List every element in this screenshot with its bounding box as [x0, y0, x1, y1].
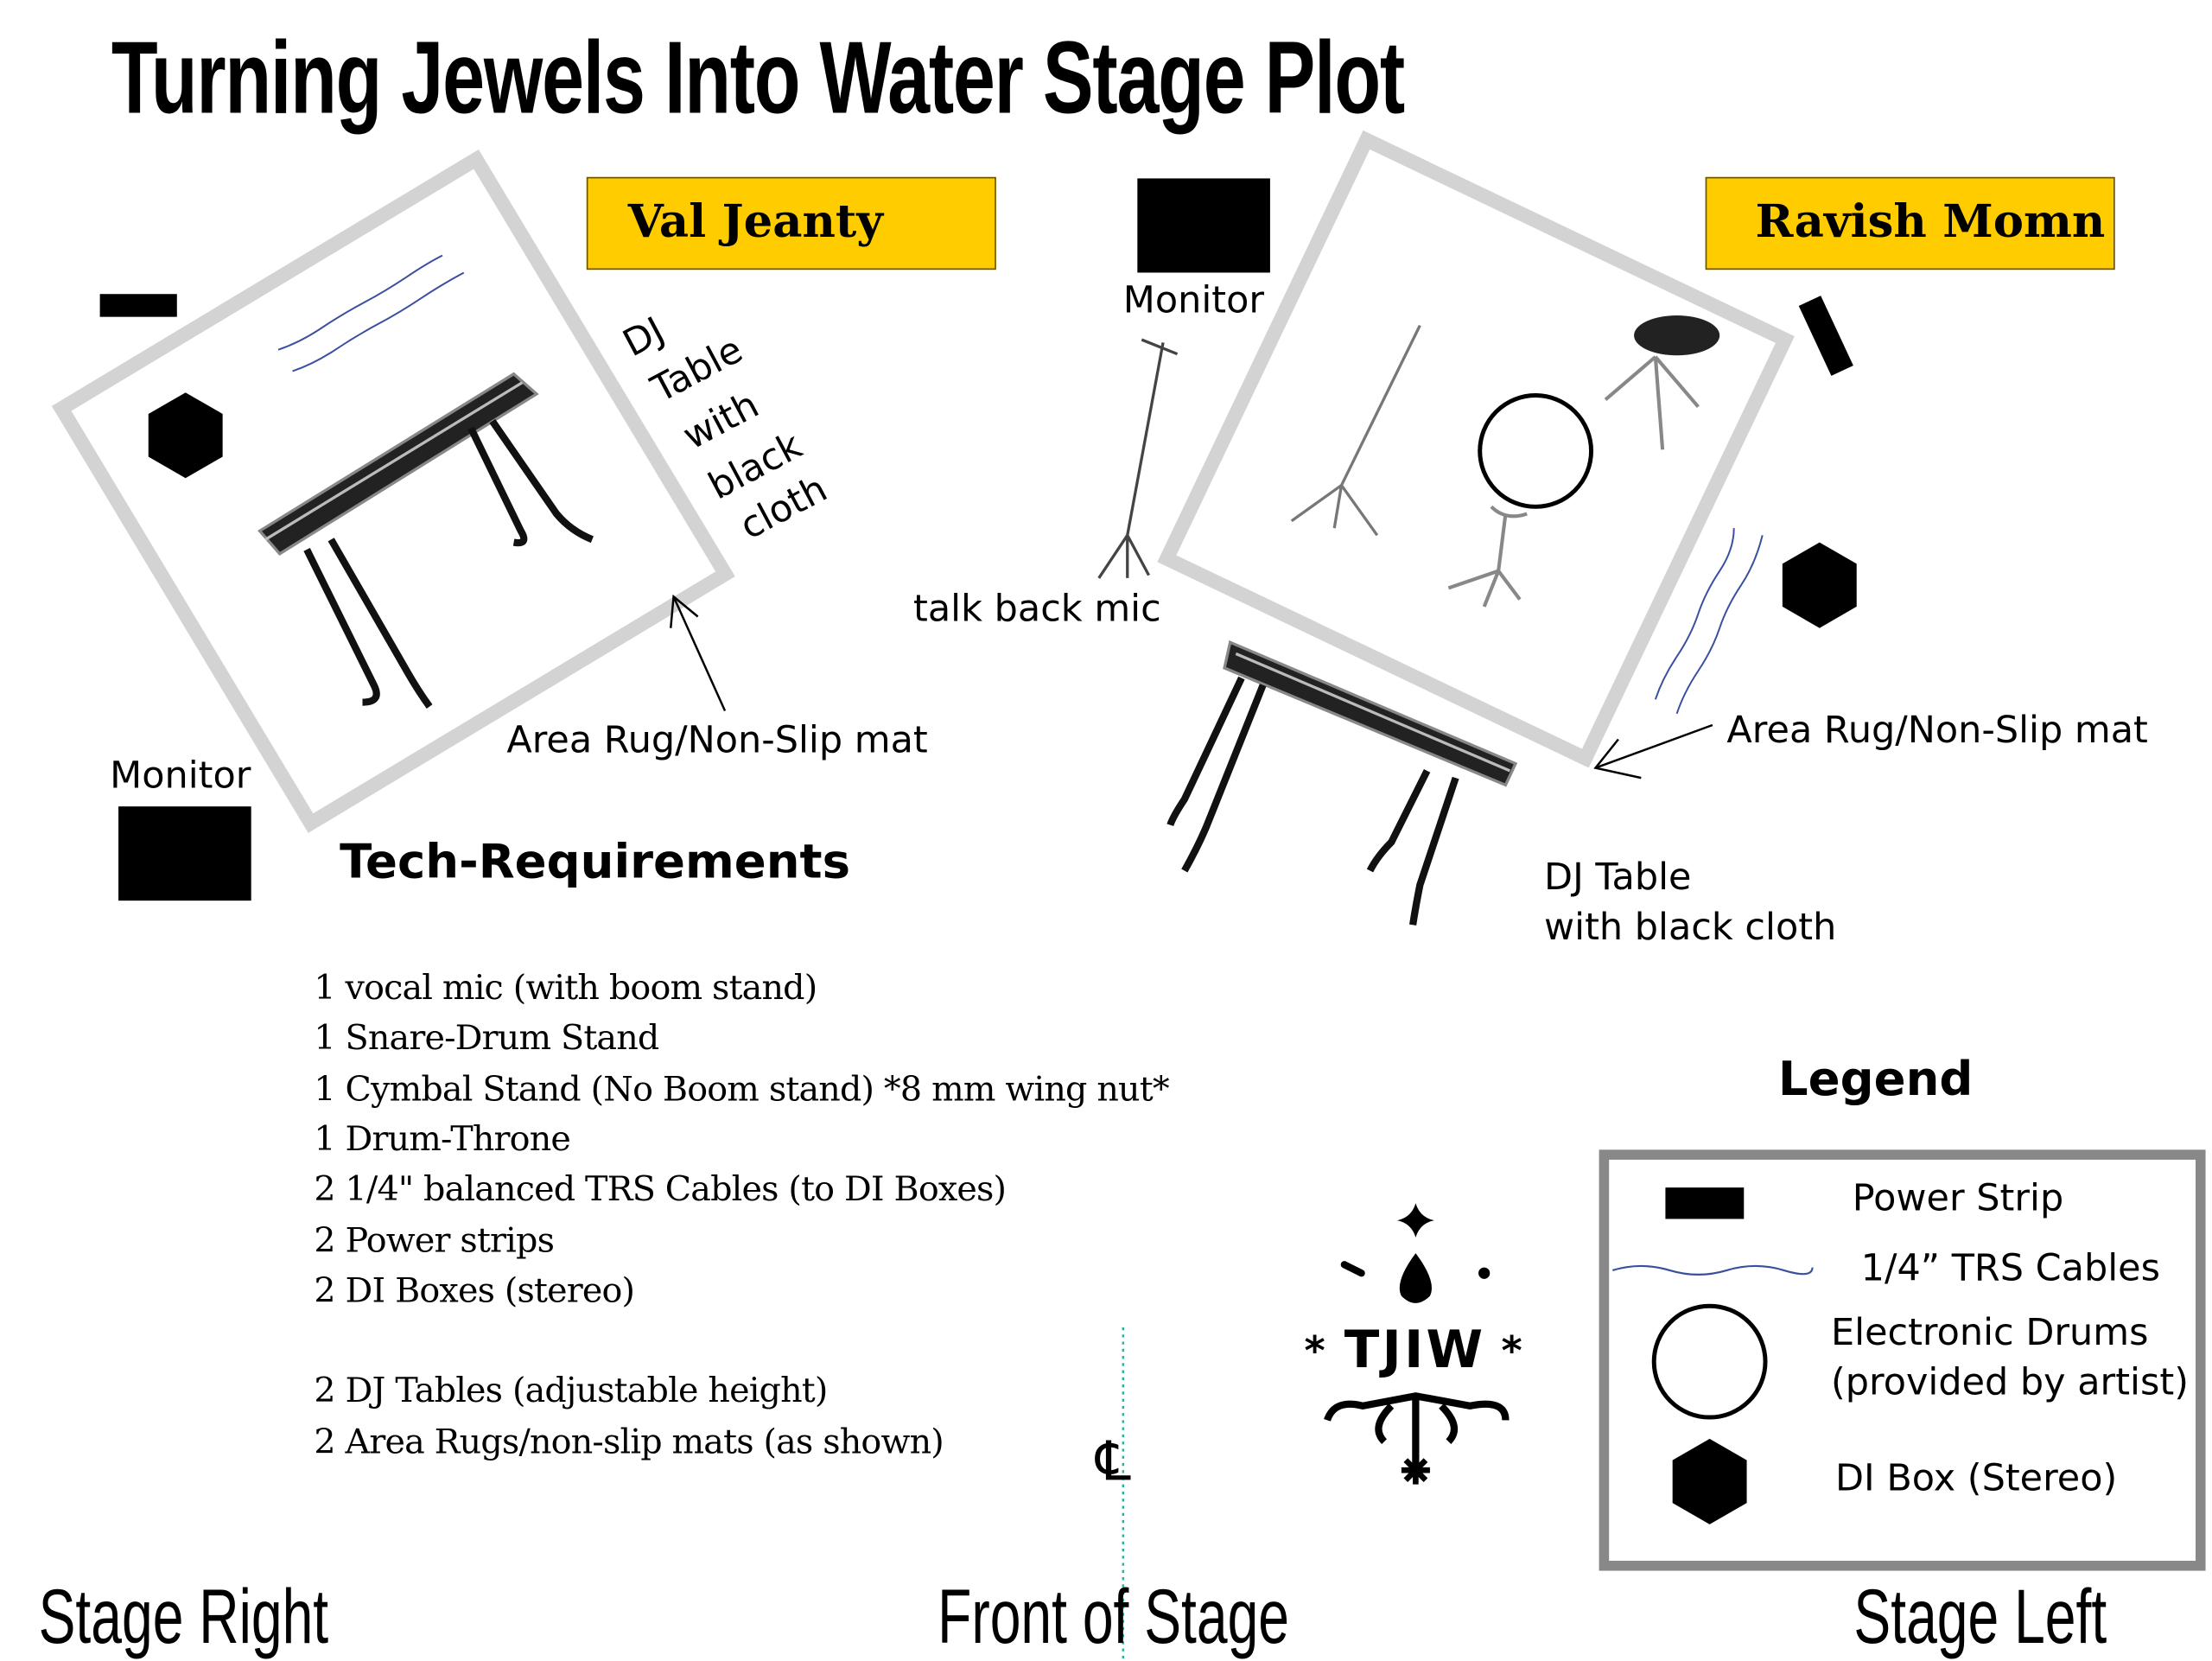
legend-heading: Legend [1777, 1050, 1974, 1106]
legend-drums-label: (provided by artist) [1831, 1361, 2189, 1405]
monitor-left-label: Monitor [110, 754, 251, 799]
electronic-drums [1478, 393, 1594, 509]
tech-item: 1 Cymbal Stand (No Boom stand) *8 mm win… [314, 1069, 1169, 1110]
cymbal-stand [1290, 324, 1421, 537]
talk-back-mic-stand [1097, 338, 1179, 579]
tjiw-logo [1324, 1203, 1510, 1485]
stage-left-label: Stage Left [1853, 1574, 2107, 1660]
tech-item: 1 Drum-Throne [314, 1118, 571, 1160]
legend-box [1599, 1149, 2206, 1571]
legend-di-box-label: DI Box (Stereo) [1834, 1457, 2118, 1500]
area-rug-left [51, 149, 735, 833]
tech-item: 2 DI Boxes (stereo) [314, 1270, 635, 1311]
monitor-top [1137, 178, 1270, 273]
di-box-right [1782, 542, 1857, 628]
centerline-symbol: ℄ [1096, 1429, 1131, 1493]
performer-val-jeanty: Val Jeanty [586, 176, 996, 270]
dj-table-left [257, 372, 594, 709]
arrow-left-rug [670, 594, 727, 712]
legend-di-box-icon [1672, 1438, 1747, 1524]
dj-table-right-label: DJ Table [1544, 856, 1692, 900]
legend-cable-icon [1611, 1264, 1814, 1276]
talk-back-mic-label: talk back mic [913, 588, 1161, 632]
tech-item: 2 1/4" balanced TRS Cables (to DI Boxes) [314, 1168, 1007, 1209]
logo-asterisk-left: * [1304, 1327, 1325, 1375]
tech-requirements-heading: Tech-Requirements [340, 833, 851, 889]
legend-power-strip-icon [1665, 1187, 1745, 1219]
tech-item: 2 Area Rugs/non-slip mats (as shown) [314, 1421, 944, 1462]
snare-drum-stand [1447, 505, 1528, 608]
arrow-right-rug [1593, 723, 1713, 780]
performer-ravish-momn: Ravish Momn [1705, 176, 2115, 270]
tech-item: 1 Snare-Drum Stand [314, 1017, 659, 1058]
legend-drums-label: Electronic Drums [1831, 1311, 2149, 1355]
legend-cables-label: 1/4” TRS Cables [1860, 1247, 2160, 1291]
page-title: Turning Jewels Into Water Stage Plot [111, 21, 1405, 136]
monitor-top-label: Monitor [1122, 279, 1265, 323]
logo-asterisk-right: * [1501, 1327, 1522, 1375]
power-strip-left [99, 294, 177, 317]
dj-table-right [1166, 640, 1518, 926]
logo-text: TJIW [1344, 1321, 1486, 1381]
monitor-left [118, 806, 251, 901]
trs-cables-right [1654, 528, 1764, 715]
area-rug-right [1157, 130, 1795, 768]
tech-item: 1 vocal mic (with boom stand) [314, 967, 817, 1009]
trs-cables-left [277, 254, 465, 372]
stage-right-label: Stage Right [38, 1574, 329, 1660]
front-of-stage-label: Front of Stage [938, 1574, 1290, 1660]
legend-drums-icon [1651, 1303, 1768, 1420]
tech-item: 2 Power strips [314, 1220, 555, 1261]
tech-item: 2 DJ Tables (adjustable height) [314, 1370, 828, 1410]
legend-power-strip-label: Power Strip [1852, 1177, 2064, 1221]
power-strip-right [1798, 296, 1853, 376]
di-box-left [148, 392, 223, 479]
area-rug-left-label: Area Rug/Non-Slip mat [506, 719, 928, 762]
area-rug-right-label: Area Rug/Non-Slip mat [1726, 709, 2148, 753]
dj-table-right-label: with black cloth [1544, 906, 1837, 950]
drum-throne [1604, 315, 1720, 450]
